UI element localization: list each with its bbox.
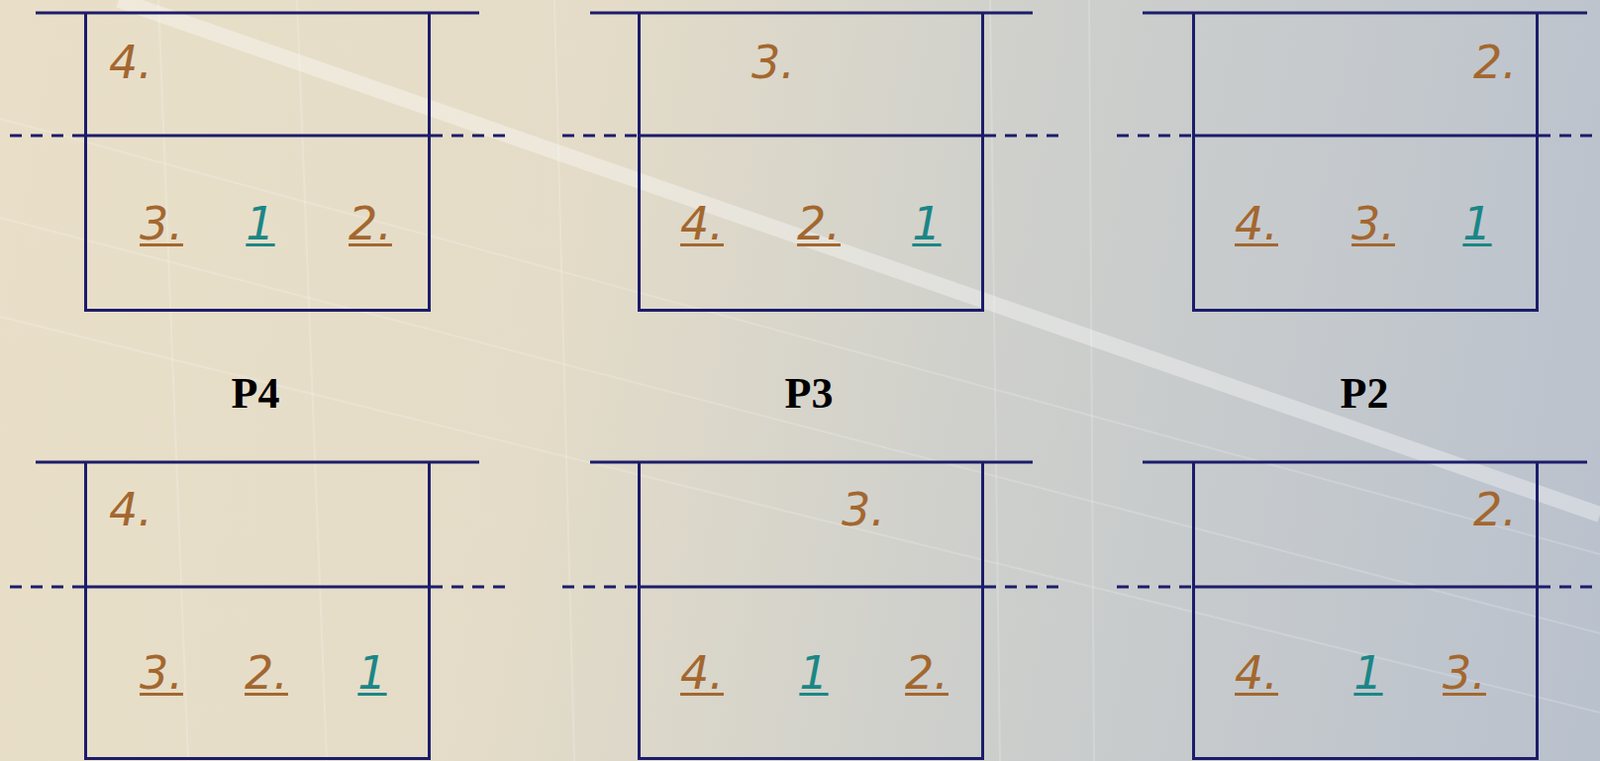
player-number: 1 xyxy=(1462,200,1492,247)
player-number: 4. xyxy=(1234,650,1279,697)
player-number: 3. xyxy=(139,650,184,697)
player-number: 4. xyxy=(1234,200,1279,247)
player-number: 2. xyxy=(797,200,841,247)
player-number: 4. xyxy=(108,487,153,533)
player-number: 3. xyxy=(1351,200,1396,247)
player-number: 4. xyxy=(108,39,153,86)
volleyball-court: 2. 4. 3. 1 xyxy=(1192,12,1539,312)
player-number: 2. xyxy=(244,650,289,697)
player-number: 4. xyxy=(680,200,724,247)
player-number: 3. xyxy=(841,487,886,533)
attack-line-extension xyxy=(9,135,1600,588)
player-number: 1 xyxy=(799,650,828,697)
player-number: 2. xyxy=(1473,39,1517,86)
rotation-label: P2 xyxy=(1340,368,1390,419)
volleyball-court: 4. 3. 2. 1 xyxy=(84,462,431,761)
player-number: 3. xyxy=(1442,650,1487,697)
volleyball-court: 3. 4. 1 2. xyxy=(637,462,985,761)
net-band xyxy=(118,0,1600,515)
player-number: 2. xyxy=(904,650,949,697)
player-number: 4. xyxy=(680,650,724,697)
player-number: 1 xyxy=(357,650,387,697)
player-number: 1 xyxy=(1353,650,1383,697)
court-outline xyxy=(35,12,1588,588)
volleyball-court: 3. 4. 2. 1 xyxy=(637,12,985,312)
player-number: 1 xyxy=(245,200,275,247)
player-number: 2. xyxy=(1473,487,1517,533)
rotation-label: P3 xyxy=(785,368,834,419)
rotation-label: P4 xyxy=(231,368,281,419)
volleyball-court: 2. 4. 1 3. xyxy=(1192,462,1539,761)
volleyball-court: 4. 3. 1 2. xyxy=(84,12,431,312)
player-number: 3. xyxy=(751,39,796,86)
player-number: 2. xyxy=(348,200,393,247)
player-number: 1 xyxy=(911,200,941,247)
player-number: 3. xyxy=(139,200,184,247)
